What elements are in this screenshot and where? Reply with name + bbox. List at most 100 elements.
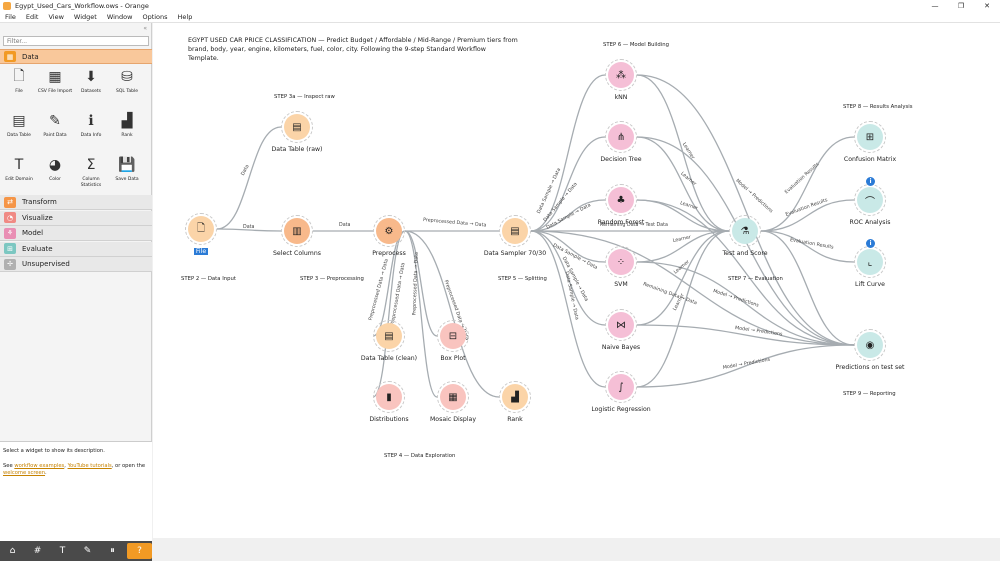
node-label-wrap: Predictions on test set xyxy=(825,364,915,371)
workflow-examples-link[interactable]: workflow examples xyxy=(14,463,65,469)
node-label: Naive Bayes xyxy=(601,344,641,351)
link-sampler-svm[interactable] xyxy=(530,230,606,263)
link-testscore-roc[interactable] xyxy=(760,199,855,232)
maximize-button[interactable]: ❐ xyxy=(957,2,965,10)
link-testscore-confusion[interactable] xyxy=(760,136,855,232)
text-annotation-icon[interactable]: T xyxy=(59,546,66,556)
widget-color[interactable]: ◕Color xyxy=(37,153,73,195)
widget-file[interactable]: 🗋File xyxy=(1,65,37,107)
widget-label: File xyxy=(15,89,23,94)
workflow-description-annotation[interactable]: EGYPT USED CAR PRICE CLASSIFICATION — Pr… xyxy=(188,37,518,62)
node-label-wrap: Test and Score xyxy=(700,250,790,257)
menu-window[interactable]: Window xyxy=(106,13,133,21)
widget-rank[interactable]: ▟Rank xyxy=(109,109,145,151)
link-nb-predictions[interactable] xyxy=(636,324,855,346)
info-badge-icon[interactable]: i xyxy=(866,177,875,186)
widget-csv-file-import[interactable]: ▦CSV File Import xyxy=(37,65,73,107)
lift-icon: ⌞ xyxy=(857,249,883,275)
collapse-toolbox-button[interactable]: « xyxy=(143,25,147,32)
window-title: Egypt_Used_Cars_Workflow.ows - Orange xyxy=(15,2,149,10)
home-icon[interactable]: ⌂ xyxy=(9,546,16,556)
category-label: Model xyxy=(22,229,44,237)
link-sampler-forest[interactable] xyxy=(530,199,606,232)
step-note-s6[interactable]: STEP 6 — Model Building xyxy=(603,42,669,48)
tree-icon: ⋔ xyxy=(608,124,634,150)
category-visualize[interactable]: ◔Visualize xyxy=(0,210,152,226)
link-knn-predictions[interactable] xyxy=(636,74,855,346)
step-note-s7[interactable]: STEP 7 — Evaluation xyxy=(728,276,783,282)
node-label: Logistic Regression xyxy=(591,406,651,413)
link-testscore-predictions[interactable] xyxy=(760,230,855,346)
widget-paint-data[interactable]: ✎Paint Data xyxy=(37,109,73,151)
step-note-s5[interactable]: STEP 5 — Splitting xyxy=(498,276,547,282)
minimize-button[interactable]: — xyxy=(931,2,939,10)
node-label-wrap: Logistic Regression xyxy=(576,406,666,413)
node-ring xyxy=(281,215,313,247)
step-note-s8[interactable]: STEP 8 — Results Analysis xyxy=(843,104,913,110)
category-transform[interactable]: ⇄Transform xyxy=(0,195,152,210)
link-sampler-nb[interactable] xyxy=(530,230,606,326)
link-svm-testscore[interactable] xyxy=(636,230,730,263)
link-preprocess-rank[interactable] xyxy=(404,230,500,398)
link-file-dt_raw[interactable] xyxy=(216,126,282,230)
paint-icon: ✎ xyxy=(49,113,61,129)
info-badge-icon[interactable]: i xyxy=(866,239,875,248)
category-label: Evaluate xyxy=(22,244,53,253)
node-label: SVM xyxy=(614,281,628,288)
dt-raw-icon: ▤ xyxy=(284,114,310,140)
link-testscore-lift[interactable] xyxy=(760,230,855,263)
menu-options[interactable]: Options xyxy=(142,13,168,21)
widget-label: Edit Domain xyxy=(5,177,33,182)
close-button[interactable]: ✕ xyxy=(984,2,990,10)
node-label: ROC Analysis xyxy=(849,219,891,226)
step-note-s3[interactable]: STEP 3 — Preprocessing xyxy=(300,276,364,282)
node-ring xyxy=(605,59,637,91)
widget-save-data[interactable]: 💾Save Data xyxy=(109,153,145,195)
link-tree-testscore[interactable] xyxy=(636,136,730,232)
step-note-s2[interactable]: STEP 2 — Data Input xyxy=(181,276,236,282)
pause-icon[interactable]: ⏸ xyxy=(110,546,115,556)
link-sampler-knn[interactable] xyxy=(530,74,606,232)
arrow-annotation-icon[interactable]: ✎ xyxy=(83,546,92,556)
step-note-s4[interactable]: STEP 4 — Data Exploration xyxy=(384,453,456,459)
link-logreg-testscore[interactable] xyxy=(636,230,730,388)
node-ring xyxy=(373,381,405,413)
menu-view[interactable]: View xyxy=(48,13,64,21)
help-icon[interactable]: ? xyxy=(127,543,152,559)
link-svm-predictions[interactable] xyxy=(636,261,855,346)
workflow-links xyxy=(216,74,855,398)
welcome-screen-link[interactable]: welcome screen xyxy=(3,470,46,476)
link-forest-predictions[interactable] xyxy=(636,199,855,346)
workflow-canvas[interactable]: EGYPT USED CAR PRICE CLASSIFICATION — Pr… xyxy=(153,23,1000,538)
link-sampler-tree[interactable] xyxy=(530,136,606,232)
menu-bar: File Edit View Widget Window Options Hel… xyxy=(0,12,1000,23)
category-evaluate[interactable]: ⊞ Evaluate xyxy=(0,241,152,257)
step-note-s3a[interactable]: STEP 3a — Inspect raw xyxy=(274,94,335,100)
link-preprocess-boxplot[interactable] xyxy=(404,230,438,337)
link-preprocess-mosaic[interactable] xyxy=(404,230,438,398)
sidebar-bottom-toolbar: ⌂ # T ✎ ⏸ ? xyxy=(0,541,152,561)
category-data[interactable]: ▦ Data xyxy=(0,49,152,64)
widget-filter-input[interactable]: Filter... xyxy=(3,36,149,46)
youtube-tutorials-link[interactable]: YouTube tutorials xyxy=(67,463,112,469)
menu-edit[interactable]: Edit xyxy=(25,13,39,21)
widget-sql-table[interactable]: ⛁SQL Table xyxy=(109,65,145,107)
menu-file[interactable]: File xyxy=(5,13,16,21)
menu-widget[interactable]: Widget xyxy=(73,13,97,21)
link-sampler-logreg[interactable] xyxy=(530,230,606,388)
widget-data-table[interactable]: ▤Data Table xyxy=(1,109,37,151)
grid-icon[interactable]: # xyxy=(33,546,42,556)
menu-help[interactable]: Help xyxy=(177,13,193,21)
category-unsupervised[interactable]: ✢Unsupervised xyxy=(0,257,152,272)
link-logreg-predictions[interactable] xyxy=(636,344,855,388)
widget-datasets[interactable]: ⬇Datasets xyxy=(73,65,109,107)
category-model[interactable]: ⚘ Model xyxy=(0,226,152,241)
link-sampler-predictions[interactable] xyxy=(530,230,855,346)
evaluate-category-icon: ⊞ xyxy=(4,243,16,254)
step-note-s9[interactable]: STEP 9 — Reporting xyxy=(843,391,896,397)
model-category-icon: ⚘ xyxy=(4,227,16,239)
link-file-select[interactable] xyxy=(216,228,282,232)
